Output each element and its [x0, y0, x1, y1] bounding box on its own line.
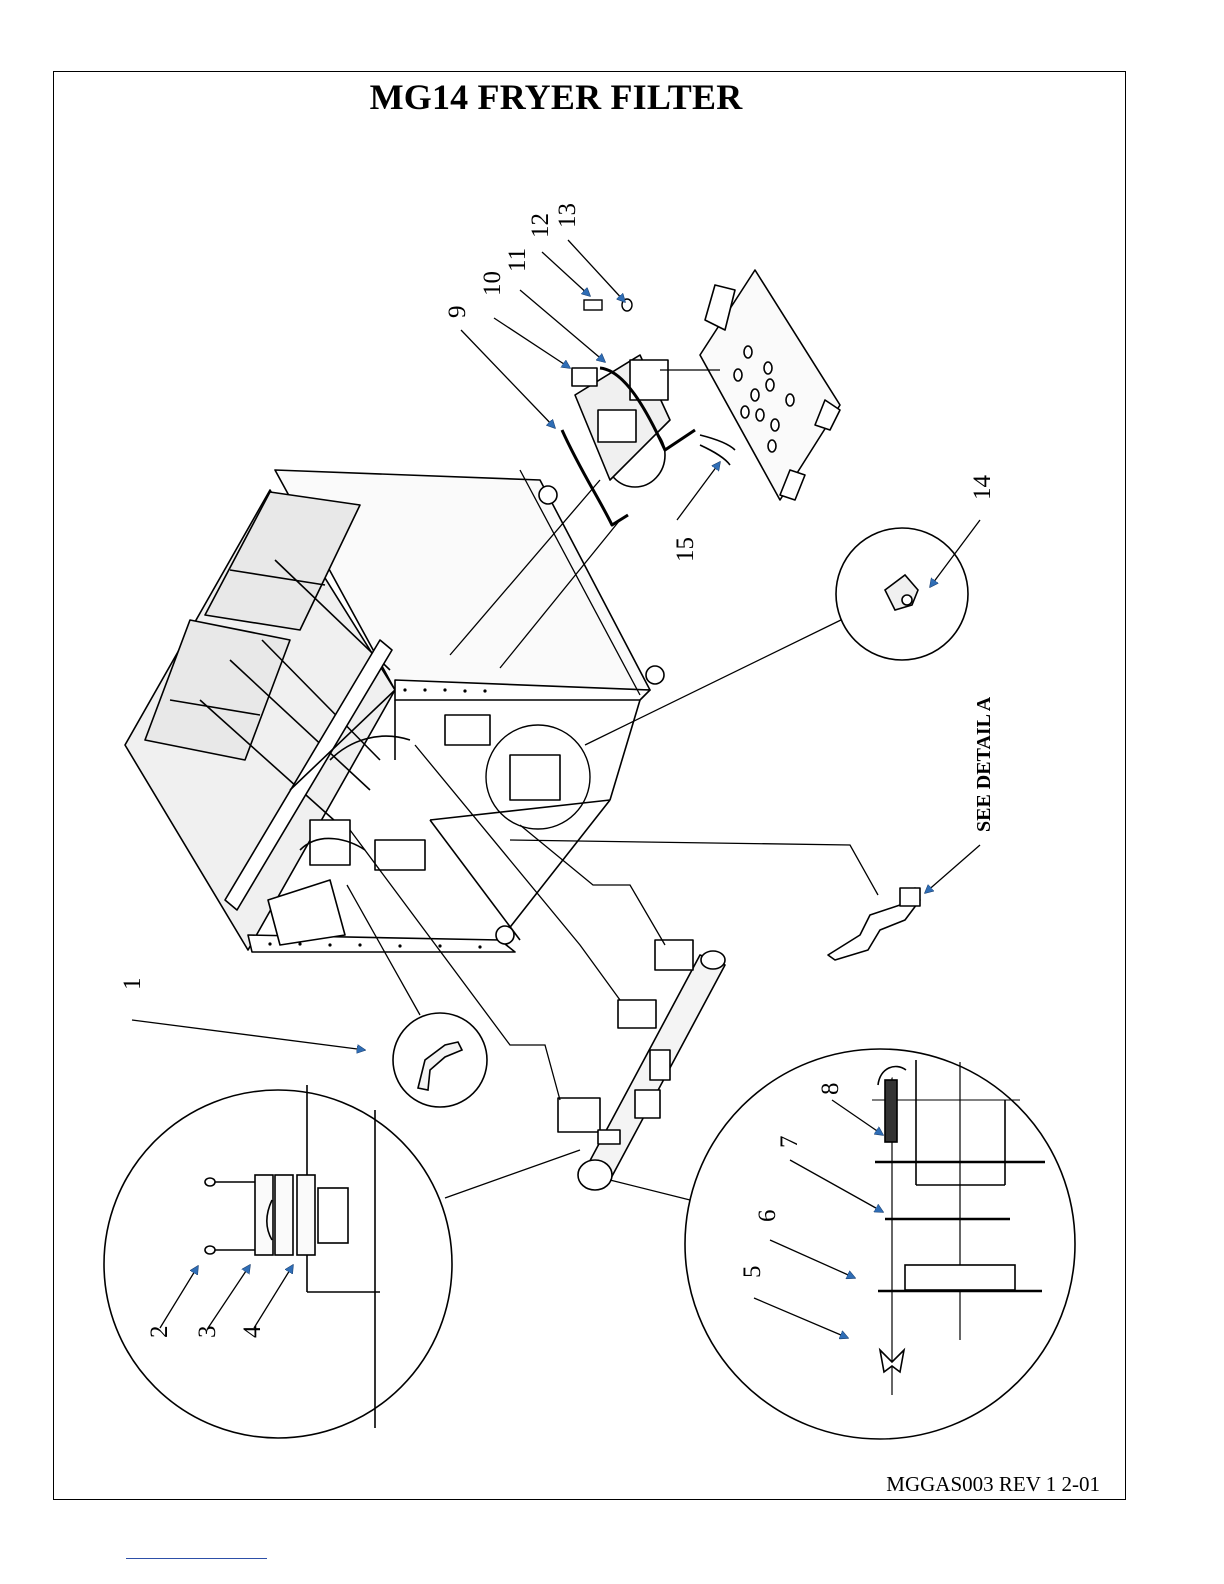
footer-rule — [126, 1558, 267, 1559]
callout-10: 10 — [479, 271, 506, 296]
filter-screen-plate — [700, 270, 840, 500]
callout-7: 7 — [776, 1136, 803, 1149]
callout-12: 12 — [527, 213, 554, 238]
fryer-cabinet — [125, 470, 664, 952]
see-detail-a-label: SEE DETAIL A — [973, 696, 995, 832]
drain-valve-pipe-assembly — [558, 940, 725, 1190]
document-number: MGGAS003 REV 1 2-01 — [886, 1472, 1100, 1497]
callout-1: 1 — [119, 978, 146, 991]
left-detail-circle — [104, 1085, 452, 1438]
callout-4: 4 — [239, 1325, 266, 1338]
callout-6: 6 — [754, 1210, 781, 1223]
callout-3: 3 — [194, 1326, 221, 1339]
callout-8: 8 — [817, 1083, 844, 1096]
callout-15: 15 — [672, 537, 699, 562]
callout-11: 11 — [504, 248, 531, 272]
fitting-and-washer — [584, 299, 632, 311]
filter-handle — [828, 888, 920, 960]
pump-motor-assembly — [562, 355, 735, 525]
detail-a-circle — [836, 528, 968, 660]
callout-5: 5 — [739, 1266, 766, 1279]
callout-14: 14 — [969, 475, 996, 501]
callout-9: 9 — [444, 306, 471, 319]
right-detail-circle — [685, 1049, 1075, 1439]
callout-2: 2 — [146, 1326, 173, 1339]
callout-13: 13 — [554, 203, 581, 228]
hook-detail-circle — [393, 1013, 487, 1107]
